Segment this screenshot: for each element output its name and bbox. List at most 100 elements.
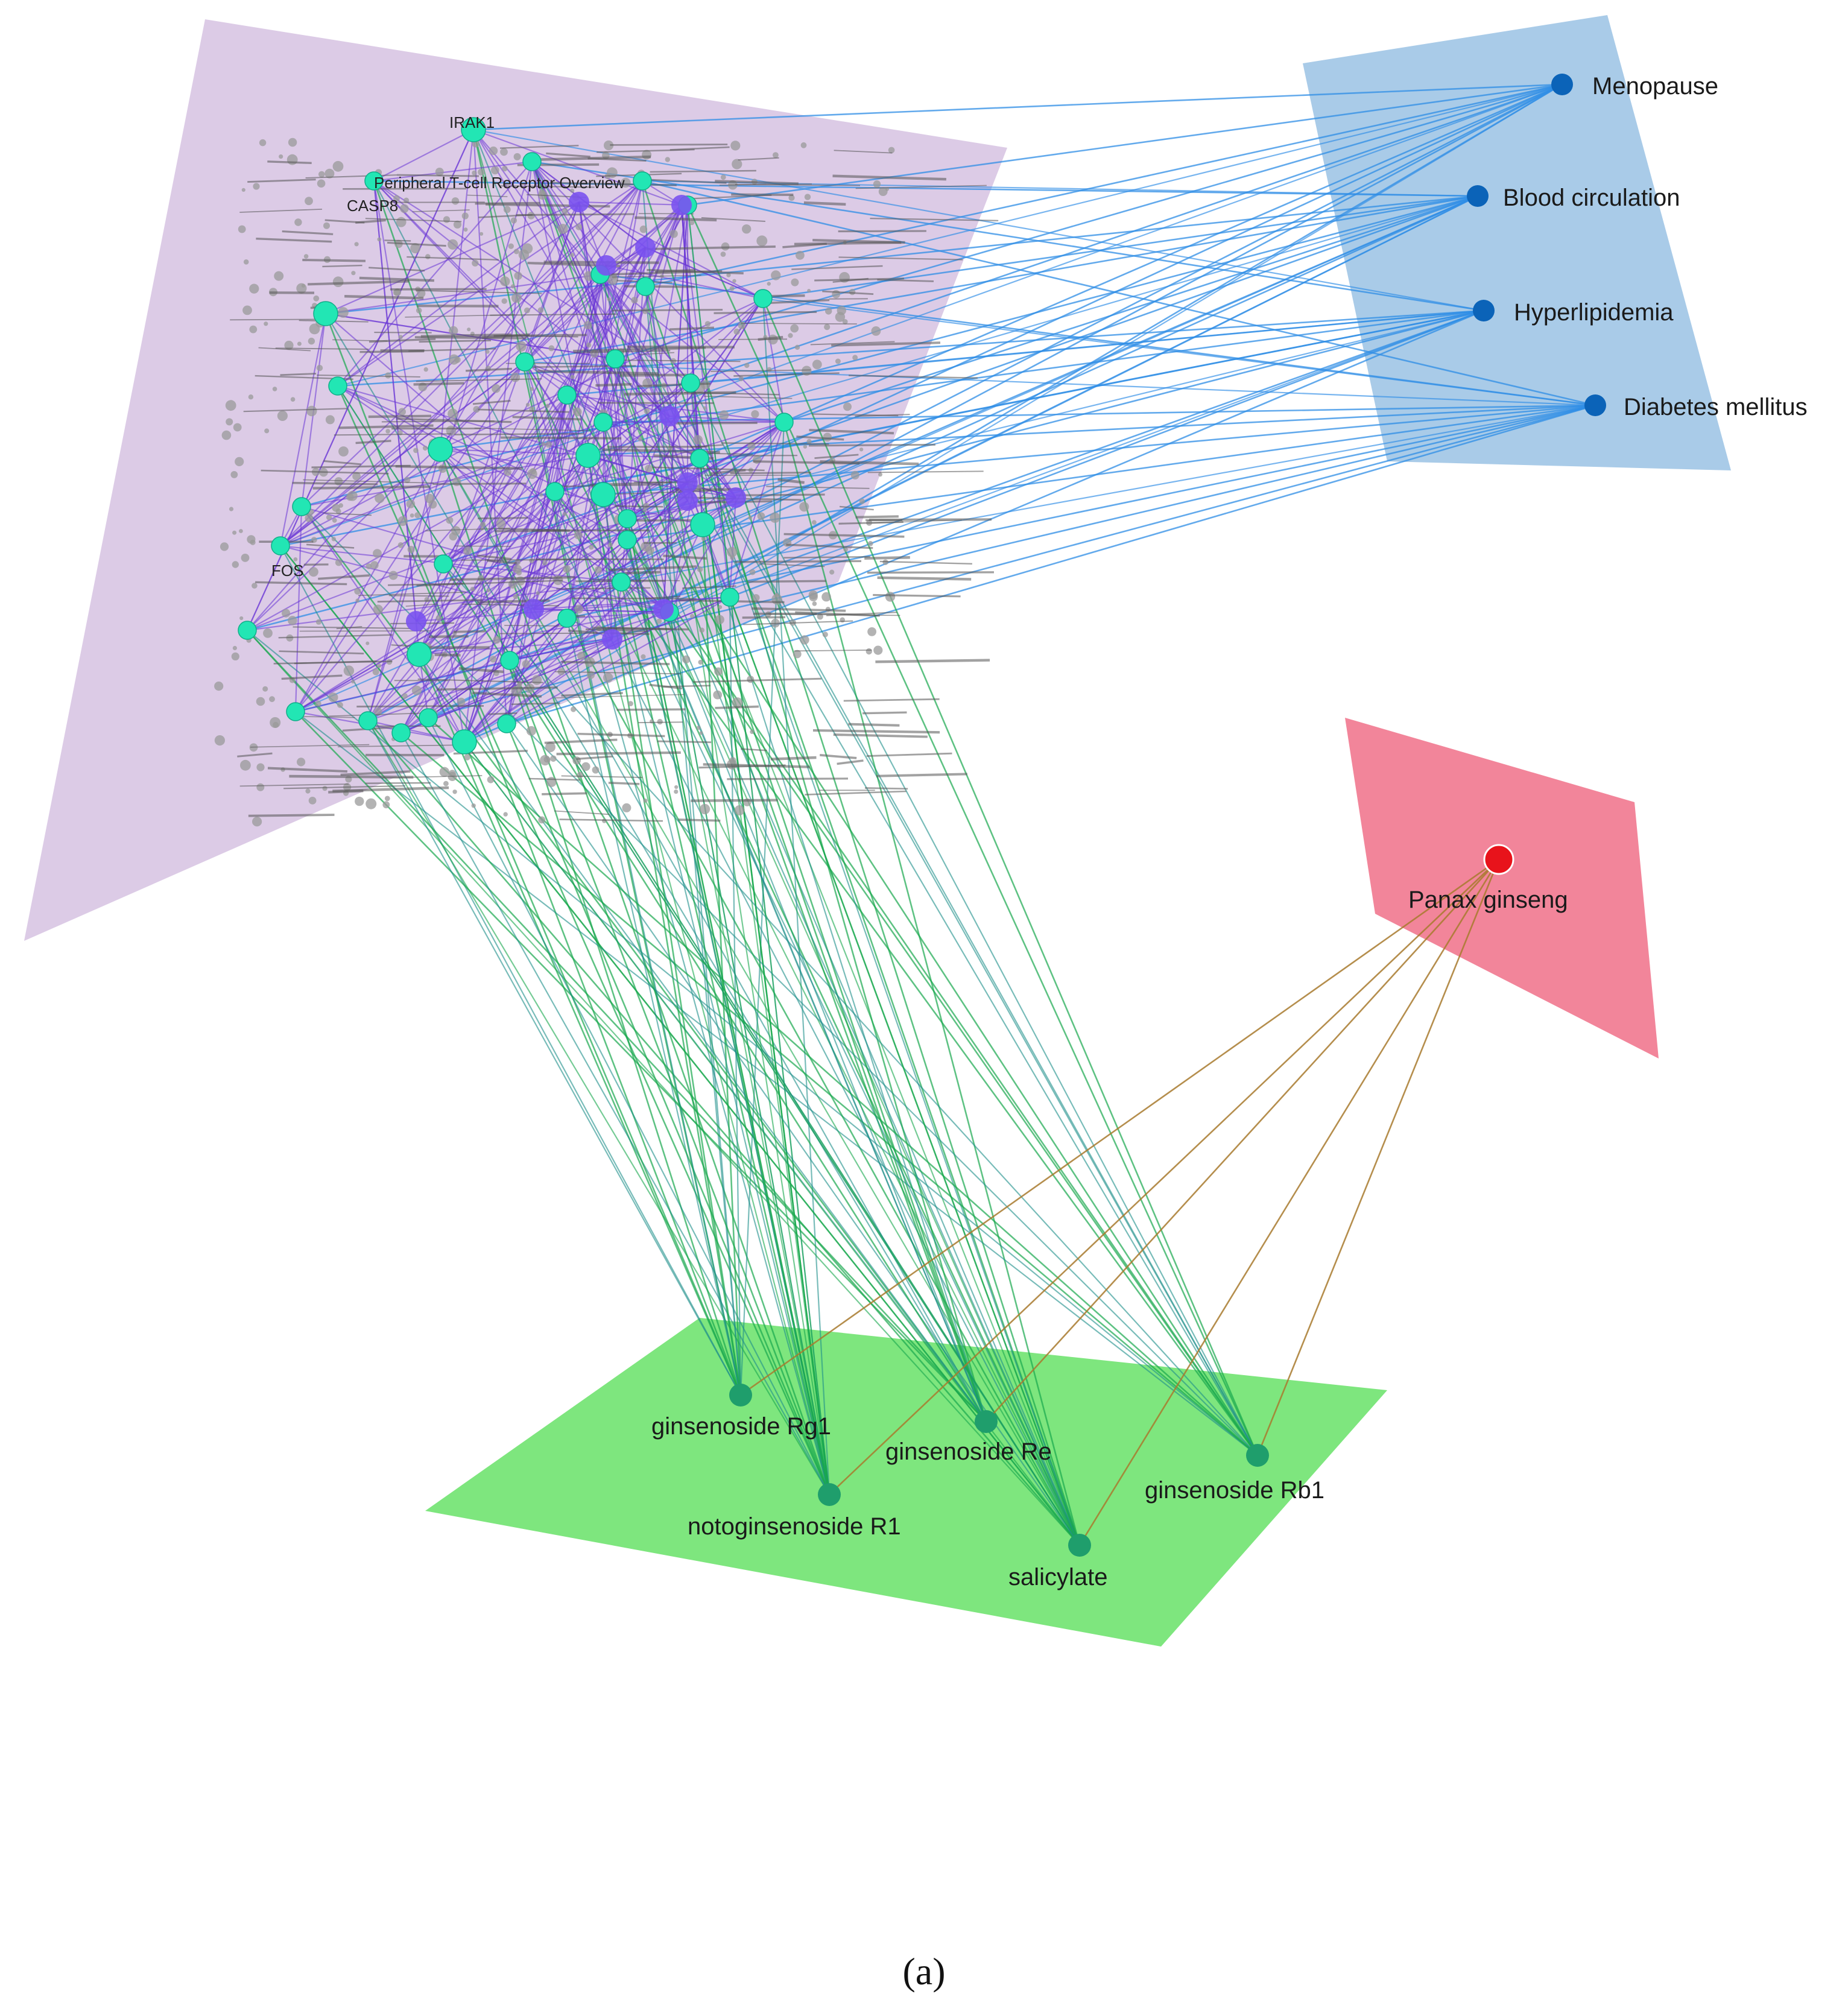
target-node bbox=[590, 482, 616, 507]
pathway-text-node bbox=[365, 798, 377, 809]
pathway-label-scribble bbox=[669, 146, 730, 151]
pathway-text-node bbox=[821, 592, 831, 602]
pathway-text-node bbox=[354, 587, 361, 595]
edge-target-target bbox=[621, 482, 688, 583]
pathway-text-node bbox=[516, 341, 527, 352]
edge-target-target bbox=[669, 422, 785, 613]
pathway-text-node bbox=[793, 650, 802, 659]
pathway-text-node bbox=[274, 271, 284, 281]
pathway-label-scribble bbox=[243, 408, 348, 413]
pathway-text-node bbox=[577, 651, 586, 660]
pathway-text-node bbox=[214, 682, 224, 691]
pathway-text-node bbox=[241, 188, 245, 192]
pathway-text-node bbox=[526, 726, 536, 736]
pathway-label-scribble bbox=[616, 708, 686, 711]
pathway-label-scribble bbox=[554, 810, 610, 815]
edge-target-target bbox=[531, 161, 589, 456]
pathway-text-node bbox=[570, 375, 575, 379]
pathway-label-scribble bbox=[831, 341, 941, 347]
pathway-node bbox=[596, 255, 616, 276]
edge-target-target bbox=[599, 274, 628, 519]
pathway-label-scribble bbox=[546, 152, 590, 158]
pathway-label-scribble bbox=[864, 787, 908, 790]
edge-target-compound bbox=[463, 741, 742, 1396]
pathway-text-node bbox=[511, 293, 522, 303]
edge-target-compound bbox=[762, 298, 1259, 1456]
pathway-label-scribble bbox=[612, 274, 701, 278]
pathway-label-scribble bbox=[323, 460, 361, 466]
edge-target-compound bbox=[626, 518, 831, 1495]
pathway-text-node bbox=[463, 546, 472, 555]
pathway-label-scribble bbox=[820, 754, 857, 759]
pathway-node bbox=[726, 487, 746, 508]
pathway-text-node bbox=[522, 660, 530, 668]
pathway-label-scribble bbox=[766, 486, 870, 489]
edge-target-target bbox=[762, 298, 785, 423]
pathway-text-node bbox=[871, 326, 881, 336]
pathway-text-node bbox=[513, 153, 521, 160]
pathway-text-node bbox=[324, 168, 335, 179]
pathway-text-node bbox=[748, 516, 753, 520]
pathway-label-scribble bbox=[638, 352, 675, 355]
herb-node-panax bbox=[1483, 844, 1514, 875]
pathway-text-node bbox=[220, 542, 229, 551]
pathway-text-node bbox=[514, 271, 522, 280]
pathway-text-node bbox=[385, 372, 391, 379]
pathway-label-scribble bbox=[416, 378, 542, 382]
pathway-text-node bbox=[631, 297, 638, 304]
edge-herb-compound bbox=[740, 858, 1499, 1396]
pathway-text-node bbox=[332, 276, 344, 288]
pathway-text-node bbox=[607, 297, 612, 302]
pathway-text-node bbox=[301, 283, 305, 288]
figure-caption: (a) bbox=[902, 1950, 946, 1993]
edge-target-target bbox=[400, 494, 604, 733]
pathway-label-scribble bbox=[500, 185, 595, 188]
pathway-text-node bbox=[594, 566, 603, 574]
pathway-label-scribble bbox=[420, 333, 511, 338]
pathway-text-node bbox=[756, 235, 768, 247]
pathway-label-scribble bbox=[693, 677, 822, 683]
pathway-label-scribble bbox=[302, 716, 355, 718]
edge-target-target bbox=[367, 638, 613, 722]
pathway-text-node bbox=[449, 326, 458, 336]
pathway-text-node bbox=[773, 152, 779, 158]
pathway-text-node bbox=[233, 423, 242, 432]
pathway-label-scribble bbox=[604, 490, 711, 495]
pathway-label-scribble bbox=[777, 478, 805, 484]
edge-target-compound bbox=[373, 180, 1080, 1546]
pathway-label-scribble bbox=[603, 627, 689, 631]
pathway-text-node bbox=[749, 569, 756, 575]
pathway-text-node bbox=[385, 429, 390, 434]
pathway-label-scribble bbox=[783, 555, 870, 558]
target-node bbox=[407, 642, 432, 667]
pathway-label-scribble bbox=[814, 454, 859, 459]
edge-target-compound bbox=[280, 545, 741, 1396]
edge-target-compound bbox=[686, 204, 831, 1495]
pathway-label-scribble bbox=[690, 194, 772, 200]
pathway-label-scribble bbox=[239, 783, 349, 787]
pathway-text-node bbox=[511, 284, 515, 289]
pathway-text-node bbox=[643, 798, 648, 803]
pathway-node bbox=[677, 490, 698, 511]
pathway-label-scribble bbox=[855, 185, 987, 189]
pathway-text-node bbox=[282, 609, 291, 618]
edge-target-disease bbox=[627, 404, 1596, 541]
pathway-label-scribble bbox=[783, 533, 905, 538]
edge-target-target bbox=[473, 129, 691, 384]
pathway-label-scribble bbox=[572, 597, 697, 600]
edge-target-target bbox=[472, 129, 508, 724]
pathway-text-node bbox=[583, 321, 592, 329]
pathway-text-node bbox=[503, 206, 511, 214]
pathway-text-node bbox=[570, 188, 575, 193]
pathway-label-scribble bbox=[577, 733, 665, 738]
edge-target-target bbox=[509, 638, 613, 662]
pathway-text-node bbox=[697, 566, 703, 572]
pathway-label-scribble bbox=[369, 267, 425, 272]
pathway-text-node bbox=[849, 288, 856, 296]
cluster-label-casp8: CASP8 bbox=[347, 197, 398, 215]
cluster-label-irak1: IRAK1 bbox=[449, 113, 495, 131]
edge-layer bbox=[246, 83, 1596, 1546]
pathway-label-scribble bbox=[741, 748, 767, 752]
pathway-label-scribble bbox=[794, 241, 905, 245]
